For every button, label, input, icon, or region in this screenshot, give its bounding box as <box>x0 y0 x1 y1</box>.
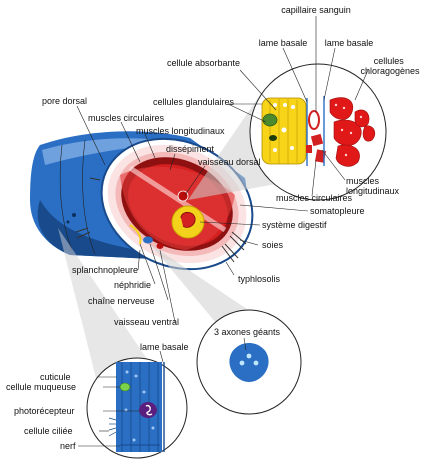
label-muscles-longitudinaux: muscles longitudinaux <box>136 126 225 136</box>
label-mlong-line2: longitudinaux <box>346 186 400 196</box>
label-cellule-absorbante: cellule absorbante <box>167 58 240 68</box>
giant-axon <box>253 360 259 366</box>
dissepiment-band <box>128 165 227 233</box>
inset-muscles <box>306 133 326 163</box>
inset-nerve-wedge <box>150 244 278 330</box>
label-chlorag-line2: chloragogènes <box>360 66 420 76</box>
photoreceptor-organelle <box>145 404 153 416</box>
pore-mark <box>72 213 76 217</box>
photoreceptor-cell <box>139 402 157 418</box>
label-axones-geants: 3 axones géants <box>214 327 281 337</box>
label-muscles-circulaires: muscles circulaires <box>88 113 165 123</box>
label-vaisseau-dorsal: vaisseau dorsal <box>198 157 261 167</box>
label-nephridie: néphridie <box>114 280 151 290</box>
giant-axon <box>239 360 245 366</box>
inset-epidermis <box>58 228 188 459</box>
setae <box>75 177 247 263</box>
label-cellule-muqueuse: cellule muqueuse <box>6 382 76 392</box>
inset-epidermis-wedge <box>58 228 160 378</box>
label-lame-basale-right: lame basale <box>325 38 374 48</box>
label-cellules-glandulaires: cellules glandulaires <box>153 97 235 107</box>
nephridium-tube <box>129 224 142 245</box>
label-chlorag-line1: cellules <box>374 56 405 66</box>
leader-lines <box>76 16 369 447</box>
label-pore-dorsal: pore dorsal <box>42 96 87 106</box>
label-typhlosolis: typhlosolis <box>238 274 281 284</box>
capillary <box>308 110 320 130</box>
body-tube-shade <box>37 200 216 262</box>
gland-cell-dark <box>269 135 277 141</box>
mucous-cell <box>119 382 131 392</box>
label-dissepiment: dissépiment <box>166 144 215 154</box>
label-cellules-chloragogenes: cellules chloragogènes <box>360 56 420 76</box>
gut-epithelium <box>261 97 307 165</box>
label-lame-basale-left: lame basale <box>259 38 308 48</box>
label-photorecepteur: photorécepteur <box>14 406 75 416</box>
nerve-cord-section <box>229 343 269 382</box>
pore-mark <box>66 220 70 224</box>
label-splanchnopleure: splanchnopleure <box>72 265 138 275</box>
label-muscles-longitudinaux-inset: muscles longitudinaux <box>346 176 400 196</box>
giant-axon <box>246 353 252 359</box>
segment-groove <box>82 139 96 255</box>
label-capillaire-sanguin: capillaire sanguin <box>281 5 351 15</box>
inset-gut-wall <box>188 63 387 201</box>
chloragogen-cells <box>329 97 376 167</box>
label-vaisseau-ventral: vaisseau ventral <box>114 317 179 327</box>
label-systeme-digestif: système digestif <box>262 220 327 230</box>
label-soies: soies <box>262 240 284 250</box>
label-mlong-line1: muscles <box>346 176 380 186</box>
typhlosolis <box>180 211 196 228</box>
nerve-cord <box>143 236 153 244</box>
ventral-vessel <box>156 243 164 249</box>
segment-groove <box>59 144 73 251</box>
diagram-labels: capillaire sanguin lame basale lame basa… <box>6 5 420 451</box>
cilia <box>108 417 117 437</box>
label-muscles-circulaires-inset: muscles circulaires <box>276 193 353 203</box>
label-chaine-nerveuse: chaîne nerveuse <box>88 296 155 306</box>
label-cuticule: cuticule <box>40 372 71 382</box>
label-somatopleure: somatopleure <box>310 206 365 216</box>
label-nerf: nerf <box>60 441 76 451</box>
dorsal-vessel <box>177 190 189 202</box>
inset-nerve-cord <box>150 244 302 415</box>
gland-cell <box>262 113 278 127</box>
label-lame-basale-bottom: lame basale <box>140 342 189 352</box>
label-cellule-ciliee: cellule ciliée <box>24 426 73 436</box>
